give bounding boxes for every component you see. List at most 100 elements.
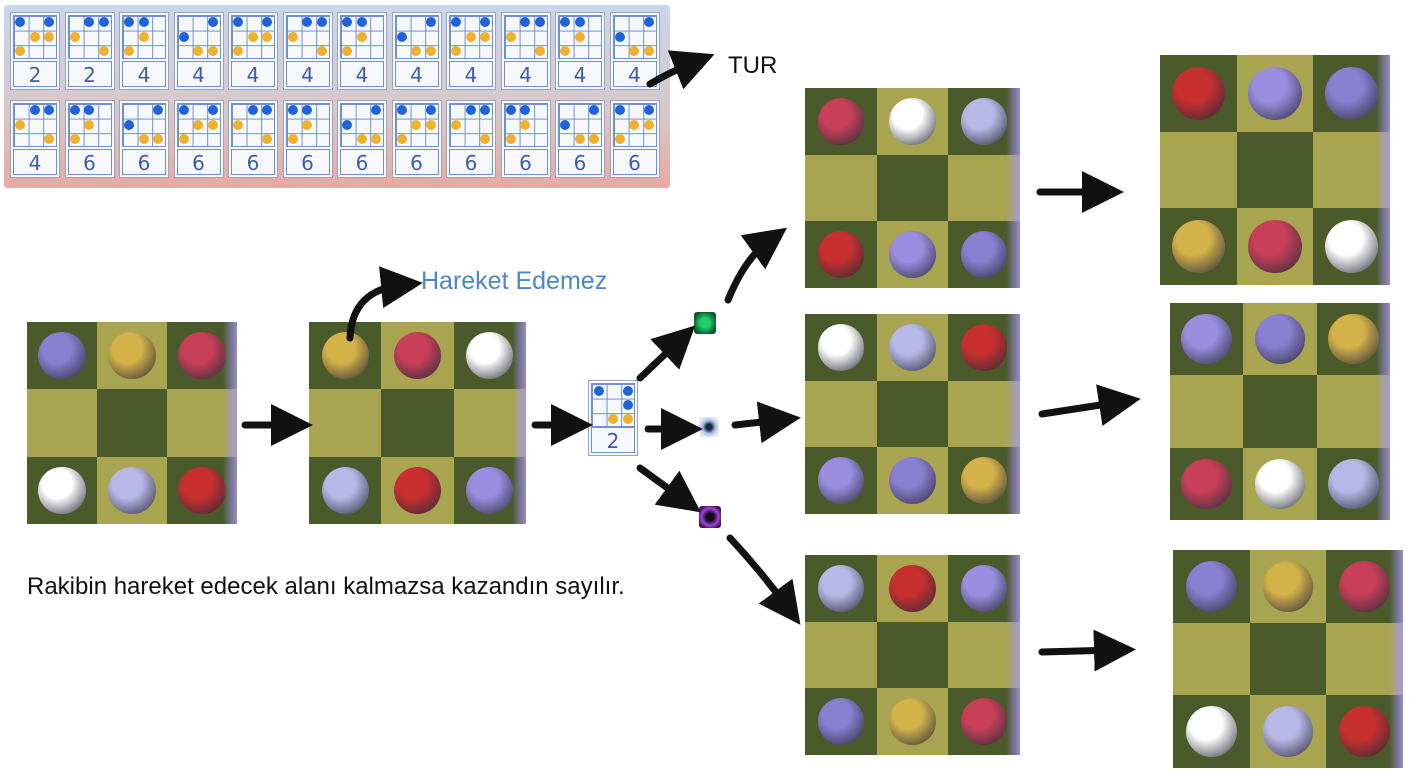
card-number: 6 — [573, 151, 587, 175]
card-dot-blue — [465, 105, 476, 115]
game-piece — [889, 698, 936, 745]
card-number: 4 — [137, 63, 151, 87]
card-dot-blue — [425, 17, 436, 27]
card-dot-orange — [138, 31, 149, 42]
card-dot-blue — [178, 105, 189, 115]
rule-card: 4 — [119, 12, 169, 90]
card-dot-orange — [247, 31, 258, 42]
card-number-box — [503, 149, 548, 175]
card-dot-blue — [342, 119, 352, 130]
card-dot-orange — [371, 134, 381, 144]
game-piece — [393, 466, 442, 514]
rule-card: 4 — [446, 12, 496, 90]
game-piece — [889, 457, 936, 504]
game-piece — [38, 332, 86, 380]
card-number-box — [67, 149, 112, 175]
card-dot-orange — [643, 46, 654, 56]
arrow-card-to-purple — [636, 464, 701, 513]
board-light-edge — [1376, 55, 1390, 285]
board-square — [381, 389, 454, 457]
game-piece — [466, 466, 514, 514]
card-dot-blue — [15, 17, 25, 27]
board-result-top — [1160, 55, 1390, 285]
card-dot-orange — [451, 119, 461, 130]
card-dot-orange — [411, 119, 421, 130]
game-piece — [466, 332, 514, 380]
game-piece — [889, 231, 936, 278]
game-piece — [817, 457, 865, 504]
card-dot-blue — [207, 105, 218, 115]
card-dot-blue — [207, 17, 218, 27]
card-number: 4 — [628, 63, 641, 87]
card-dot-orange — [608, 414, 618, 424]
cannot-move-label: Hareket Edemez — [421, 267, 608, 295]
board-light-edge — [1376, 303, 1390, 520]
card-dot-orange — [15, 46, 25, 56]
card-number-box — [394, 149, 439, 175]
card-number: 6 — [246, 151, 260, 175]
game-piece — [1262, 560, 1314, 612]
game-piece — [1328, 458, 1379, 510]
rule-card: 6 — [555, 100, 605, 178]
board-option-middle — [805, 314, 1020, 514]
card-dot-blue — [69, 105, 80, 115]
card-dot-blue — [480, 105, 490, 115]
game-piece — [817, 565, 865, 612]
card-dot-blue — [124, 119, 134, 130]
game-piece — [1328, 313, 1379, 365]
game-piece — [321, 466, 369, 514]
game-piece — [1248, 219, 1302, 274]
board-start — [27, 322, 237, 524]
arrow-cannot-move — [346, 266, 423, 342]
card-dot-orange — [623, 414, 633, 424]
board-square — [876, 621, 949, 689]
rule-card: 6 — [500, 100, 551, 178]
card-dot-blue — [316, 17, 327, 27]
card-dot-orange — [69, 134, 80, 144]
game-piece — [1262, 706, 1314, 758]
board-light-edge — [223, 322, 237, 524]
card-number-box — [231, 149, 275, 175]
card-number-box — [67, 61, 112, 87]
card-dot-orange — [262, 31, 272, 42]
board-light-edge — [1006, 314, 1020, 514]
card-dot-blue — [520, 17, 530, 27]
arrow-middle-result — [1038, 384, 1141, 426]
card-dot-blue — [262, 105, 272, 115]
card-dot-orange — [480, 31, 490, 42]
rule-card: 6 — [391, 100, 442, 178]
card-dot-blue — [560, 17, 570, 27]
card-number: 6 — [192, 151, 205, 175]
arrow-purple-to-board — [726, 534, 801, 625]
rule-card: 4 — [500, 12, 551, 90]
board-square — [1173, 622, 1250, 696]
arrow-bottom-result — [1038, 629, 1136, 672]
board-result-bottom — [1173, 550, 1403, 768]
game-piece — [1185, 706, 1237, 758]
card-number: 6 — [410, 151, 423, 175]
card-dot-orange — [302, 119, 312, 130]
board-square — [27, 389, 97, 457]
green-token-icon — [694, 312, 716, 334]
card-dot-orange — [356, 134, 367, 144]
card-dot-blue — [643, 17, 654, 27]
game-piece — [960, 457, 1008, 504]
blue-token-icon — [699, 417, 719, 437]
card-dot-orange — [69, 31, 80, 42]
arrow-blue-to-board — [731, 401, 801, 444]
board-square — [876, 380, 949, 448]
game-piece — [1248, 66, 1302, 121]
rule-card: 6 — [228, 100, 278, 178]
card-dot-orange — [29, 31, 40, 42]
card-dot-blue — [302, 105, 312, 115]
card-dot-orange — [425, 119, 436, 130]
card-number-box — [612, 61, 657, 87]
card-number-box — [558, 149, 602, 175]
game-piece — [1324, 66, 1379, 121]
arrow-card-to-green — [636, 325, 696, 382]
game-piece — [1171, 219, 1226, 274]
card-dot-orange — [643, 119, 654, 130]
board-square — [1243, 375, 1317, 448]
card-number: 6 — [301, 151, 314, 175]
board-square — [309, 389, 382, 457]
